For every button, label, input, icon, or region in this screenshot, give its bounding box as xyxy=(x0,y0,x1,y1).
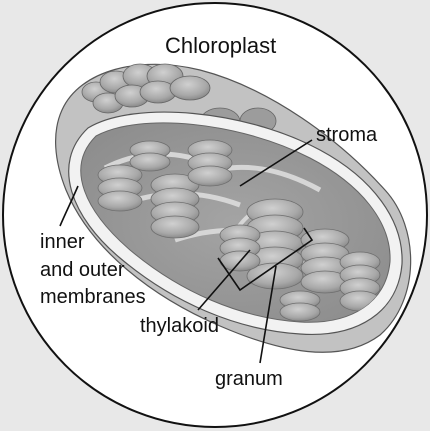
granum-label: granum xyxy=(215,368,283,390)
membranes-label-line2: and outer xyxy=(40,259,125,281)
membranes-label-line3: membranes xyxy=(40,286,146,308)
stroma-label: stroma xyxy=(316,124,378,146)
membranes-label-line1: inner xyxy=(40,231,85,253)
thylakoid-label: thylakoid xyxy=(140,315,219,337)
diagram-title: Chloroplast xyxy=(165,33,276,58)
